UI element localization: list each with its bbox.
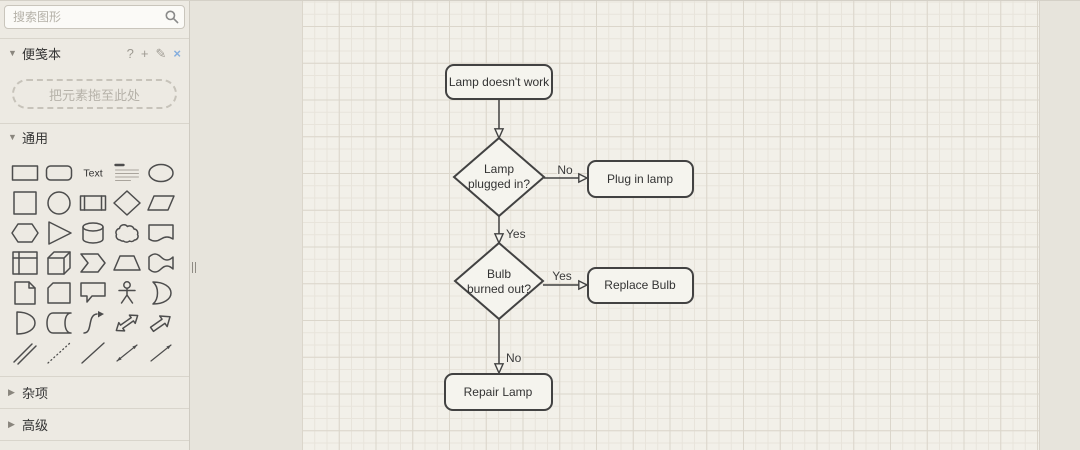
- shape-dotted-line-icon[interactable]: [42, 338, 76, 368]
- divider: [0, 123, 189, 124]
- flowchart: No Yes Yes No Lamp doesn't work Lamp plu…: [444, 64, 694, 411]
- general-section-header[interactable]: ▼ 通用: [0, 124, 189, 150]
- search-icon[interactable]: [165, 10, 179, 24]
- node-start[interactable]: [445, 64, 553, 100]
- edit-pencil-icon[interactable]: ✎: [155, 45, 167, 61]
- add-icon[interactable]: +: [140, 45, 149, 61]
- shape-rounded-rectangle-icon[interactable]: [42, 158, 76, 188]
- shape-triangle-icon[interactable]: [42, 218, 76, 248]
- advanced-section-header[interactable]: ▶ 高级: [0, 409, 189, 440]
- help-icon[interactable]: ?: [126, 45, 134, 61]
- canvas-page[interactable]: [302, 1, 1040, 450]
- edge-label-no-1[interactable]: No: [556, 162, 575, 179]
- misc-section-title: 杂项: [22, 386, 49, 401]
- shape-bidirectional-arrow-icon[interactable]: [110, 308, 144, 338]
- node-decision-plugged[interactable]: [452, 136, 546, 218]
- splitter-grip-icon[interactable]: [192, 262, 197, 273]
- divider: [0, 376, 189, 377]
- scratchpad-title: 便笺本: [22, 46, 62, 62]
- shape-circle-icon[interactable]: [42, 188, 76, 218]
- node-decision-burned[interactable]: [453, 241, 545, 321]
- shape-step-icon[interactable]: [76, 248, 110, 278]
- shape-cloud-icon[interactable]: [110, 218, 144, 248]
- misc-section-header[interactable]: ▶ 杂项: [0, 377, 189, 408]
- scratchpad-dropzone[interactable]: 把元素拖至此处: [12, 79, 177, 109]
- shape-document-icon[interactable]: [144, 218, 178, 248]
- shape-diamond-icon[interactable]: [110, 188, 144, 218]
- arrowhead-icon: [578, 172, 589, 184]
- chevron-right-icon: ▶: [8, 419, 15, 429]
- shape-trapezoid-icon[interactable]: [110, 248, 144, 278]
- shape-textbox-icon[interactable]: [110, 158, 144, 188]
- node-replace-bulb[interactable]: [587, 267, 694, 304]
- arrowhead-icon: [578, 279, 589, 291]
- search-input[interactable]: [4, 5, 185, 29]
- svg-text:Text: Text: [83, 168, 102, 180]
- shape-rectangle-icon[interactable]: [8, 158, 42, 188]
- shape-square-icon[interactable]: [8, 188, 42, 218]
- advanced-section-title: 高级: [22, 418, 49, 433]
- shape-text-icon[interactable]: Text: [76, 158, 110, 188]
- shape-or-icon[interactable]: [144, 278, 178, 308]
- divider: [0, 408, 189, 409]
- shape-palette: Text: [0, 150, 189, 376]
- close-icon[interactable]: ×: [173, 45, 181, 61]
- shape-line-icon[interactable]: [76, 338, 110, 368]
- arrowhead-icon: [493, 233, 505, 245]
- shapes-sidebar: ▼ 便笺本 ? + ✎ × 把元素拖至此处 ▼ 通用 Text ▶ 杂项 ▶ 高…: [0, 1, 190, 450]
- edge-label-yes-1[interactable]: Yes: [505, 226, 528, 243]
- shape-hexagon-icon[interactable]: [8, 218, 42, 248]
- node-start-label: Lamp doesn't work: [449, 75, 550, 89]
- arrowhead-icon: [493, 363, 505, 375]
- scratchpad-header[interactable]: ▼ 便笺本 ? + ✎ ×: [0, 39, 189, 67]
- general-section-title: 通用: [22, 130, 49, 146]
- shape-internal-storage-icon[interactable]: [8, 248, 42, 278]
- node-repair-lamp[interactable]: [444, 373, 553, 411]
- shape-cylinder-icon[interactable]: [76, 218, 110, 248]
- arrowhead-icon: [493, 128, 505, 140]
- shape-ellipse-icon[interactable]: [144, 158, 178, 188]
- shape-card-icon[interactable]: [42, 278, 76, 308]
- edge-label-yes-2[interactable]: Yes: [551, 268, 574, 285]
- shape-search: [4, 5, 185, 29]
- chevron-down-icon: ▼: [8, 132, 17, 142]
- node-repair-label: Repair Lamp: [464, 385, 533, 399]
- shape-curve-icon[interactable]: [76, 308, 110, 338]
- node-burned-line1: Bulb: [487, 267, 511, 281]
- divider: [0, 440, 189, 441]
- drawing-canvas[interactable]: No Yes Yes No Lamp doesn't work Lamp plu…: [199, 1, 1080, 450]
- shape-actor-icon[interactable]: [110, 278, 144, 308]
- shape-data-storage-icon[interactable]: [42, 308, 76, 338]
- shape-arrow-icon[interactable]: [144, 308, 178, 338]
- node-plugged-line1: Lamp: [484, 162, 514, 176]
- shape-callout-icon[interactable]: [76, 278, 110, 308]
- shape-directional-connector-icon[interactable]: [144, 338, 178, 368]
- node-plug-in-lamp[interactable]: [587, 160, 694, 198]
- shape-note-icon[interactable]: [8, 278, 42, 308]
- shape-link-icon[interactable]: [8, 338, 42, 368]
- edge-label-no-2[interactable]: No: [505, 350, 524, 367]
- shape-tape-icon[interactable]: [144, 248, 178, 278]
- chevron-right-icon: ▶: [8, 387, 15, 397]
- node-burned-line2: burned out?: [467, 282, 531, 296]
- sidebar-splitter[interactable]: [190, 1, 199, 450]
- shape-parallelogram-icon[interactable]: [144, 188, 178, 218]
- divider: [0, 38, 189, 39]
- shape-and-icon[interactable]: [8, 308, 42, 338]
- shape-bidirectional-connector-icon[interactable]: [110, 338, 144, 368]
- shape-process-icon[interactable]: [76, 188, 110, 218]
- chevron-down-icon: ▼: [8, 48, 17, 58]
- node-plugged-line2: plugged in?: [468, 177, 530, 191]
- shape-cube-icon[interactable]: [42, 248, 76, 278]
- node-replace-label: Replace Bulb: [604, 278, 676, 292]
- node-plug-label: Plug in lamp: [607, 172, 673, 186]
